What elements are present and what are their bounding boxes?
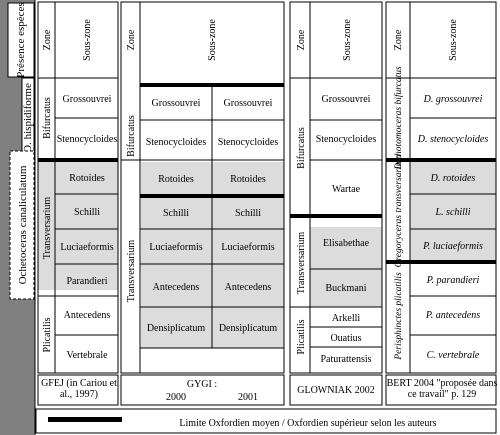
- hispidiforme-label: O. hispidiforme: [22, 83, 34, 153]
- cariou-subzone-2: Stenocycloides: [57, 134, 118, 145]
- glowniak-subzone-8: Paturattensis: [320, 354, 371, 365]
- legend: Limite Oxfordien moyen / Oxfordien supér…: [35, 408, 497, 434]
- gygi-2001-subzone-4: Schilli: [235, 208, 261, 219]
- glowniak-zone-header: Zone: [296, 29, 307, 50]
- footer-gygi: GYGI :: [187, 379, 217, 390]
- cariou-zone-header: Zone: [42, 29, 53, 50]
- footer-gygi-2001: 2001: [238, 392, 258, 403]
- glowniak-subzone-header: Sous-zone: [342, 19, 353, 61]
- cariou-zone-bifurcatus: Bifurcatus: [42, 97, 53, 139]
- footer-gygi-2000: 2000: [166, 392, 186, 403]
- gygi-2000-subzone-5: Luciaeformis: [149, 242, 202, 253]
- glowniak-zone-plicatilis: Plicatilis: [296, 319, 307, 354]
- glowniak-subzone-6: Arkelli: [332, 313, 361, 324]
- bert-zone-header: Zone: [393, 29, 404, 50]
- canaliculatum-range: [9, 150, 35, 300]
- canaliculatum-label: Ochetoceras canaliculatum: [17, 165, 29, 284]
- gygi-2000-subzone-3: Rotoides: [158, 174, 194, 185]
- cariou-subzone-7: Antecedens: [64, 310, 111, 321]
- cariou-subzone-4: Schilli: [74, 207, 100, 218]
- cariou-subzone-5: Luciaeformis: [60, 242, 113, 253]
- footer-row: GFEJ (in Cariou et al., 1997) GYGI : 200…: [37, 374, 498, 406]
- gygi-2000-subzone-6: Antecedens: [153, 282, 200, 293]
- legend-text: Limite Oxfordien moyen / Oxfordien supér…: [179, 418, 436, 429]
- footer-glowniak: GLOWNIAK 2002: [297, 385, 375, 396]
- gygi-2000-subzone-1: Grossouvrei: [152, 98, 201, 109]
- bert-zone-gregoryceras: Gregoryceras transversarium: [394, 154, 404, 267]
- bert-subzone-header: Sous-zone: [448, 19, 459, 61]
- bert-zone-perisphinctes: Perisphinctes plicatilis: [394, 272, 404, 361]
- glowniak-subzone-5: Buckmani: [325, 283, 366, 294]
- gygi-zone-bifurcatus: Bifurcatus: [126, 115, 137, 157]
- cariou-subzone-header: Sous-zone: [82, 19, 93, 61]
- cariou-zone-plicatilis: Plicatilis: [42, 317, 53, 352]
- glowniak-zone-transversarium: Transversarium: [296, 232, 307, 295]
- bert-subzone-3: D. rotoides: [430, 173, 476, 184]
- gygi-2001-subzone-2: Stenocycloides: [218, 137, 279, 148]
- bert-subzone-4: L. schilli: [434, 207, 470, 218]
- legend-boundary-swatch: [48, 417, 122, 422]
- cariou-subzone-6: Parandieri: [66, 276, 107, 287]
- cariou-zone-transversarium: Transversarium: [42, 197, 53, 260]
- cariou-subzone-1: Grossouvrei: [63, 94, 112, 105]
- bert-subzone-5: P. luciaeformis: [422, 241, 483, 252]
- gygi-zone-transversarium: Transversarium: [126, 240, 137, 303]
- cariou-subzone-3: Rotoides: [69, 173, 105, 184]
- glowniak-subzone-7: Ouatius: [330, 333, 361, 344]
- bert-subzone-7: P. antecedens: [425, 310, 480, 321]
- glowniak-subzone-3: Wartae: [332, 184, 361, 195]
- bert-subzone-2: D. stenocycloides: [417, 134, 489, 145]
- bert-subzone-6: P. parandieri: [426, 275, 480, 286]
- gygi-2001-subzone-3: Rotoides: [230, 174, 266, 185]
- gygi-2001-subzone-5: Luciaeformis: [221, 242, 274, 253]
- glowniak-subzone-2: Stenocycloides: [316, 134, 377, 145]
- glowniak-group: Zone Sous-zone Bifurcatus Transversarium…: [289, 1, 383, 374]
- glowniak-subzone-1: Grossouvrei: [322, 94, 371, 105]
- gygi-2001-subzone-6: Antecedens: [225, 282, 272, 293]
- gygi-group: Zone Sous-zone Bifurcatus Transversarium…: [120, 1, 285, 374]
- bert-zone-dichotomoceras: Dichotomoceras bifurcatus: [393, 66, 404, 171]
- gygi-subzone-header: Sous-zone: [207, 19, 218, 61]
- footer-gfej: GFEJ (in Cariou et al., 1997): [41, 378, 117, 400]
- footer-bert: BERT 2004 "proposée dans ce travail" p. …: [386, 378, 498, 400]
- gygi-2001-subzone-7: Densiplicatum: [219, 323, 278, 334]
- bert-subzone-1: D. grossouvrei: [423, 94, 483, 105]
- cariou-subzone-8: Vertebrale: [66, 350, 108, 361]
- gygi-2000-subzone-7: Densiplicatum: [147, 323, 206, 334]
- gygi-2000-subzone-2: Stenocycloides: [146, 137, 207, 148]
- gygi-zone-header: Zone: [126, 29, 137, 50]
- cariou-group: Zone Sous-zone Bifurcatus Transversarium…: [37, 1, 119, 374]
- presence-label: Présence espèces: [15, 2, 27, 77]
- gygi-2001-subzone-1: Grossouvrei: [224, 98, 273, 109]
- bert-group: Zone Sous-zone Dichotomoceras bifurcatus…: [385, 1, 497, 374]
- presence-label-box: [7, 2, 35, 78]
- glowniak-subzone-4: Elisabethae: [323, 238, 370, 249]
- gygi-2000-subzone-4: Schilli: [163, 208, 189, 219]
- bert-subzone-8: C. vertebrale: [427, 350, 480, 361]
- glowniak-zone-bifurcatus: Bifurcatus: [296, 127, 307, 169]
